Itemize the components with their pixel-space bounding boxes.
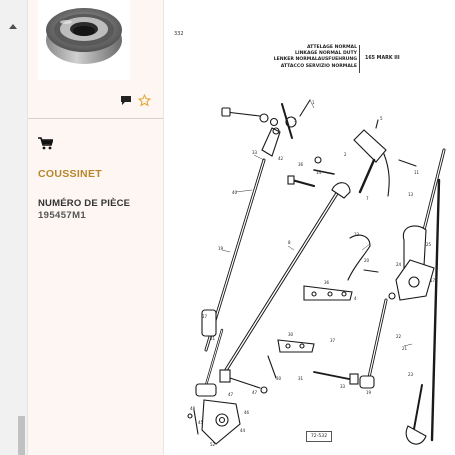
product-title[interactable]: COUSSINET xyxy=(38,168,102,180)
star-outline-icon[interactable] xyxy=(138,93,151,107)
svg-text:2: 2 xyxy=(344,152,347,157)
svg-text:13: 13 xyxy=(408,192,414,197)
svg-text:31: 31 xyxy=(298,376,304,381)
bearing-image xyxy=(46,8,122,64)
svg-text:46: 46 xyxy=(244,410,250,415)
diagram-model: 165 MARK III xyxy=(365,56,400,61)
svg-text:12: 12 xyxy=(354,232,360,237)
svg-text:19: 19 xyxy=(218,246,224,251)
svg-text:44: 44 xyxy=(240,428,246,433)
svg-text:5: 5 xyxy=(380,116,383,121)
product-image[interactable] xyxy=(38,0,130,80)
svg-text:19: 19 xyxy=(366,390,372,395)
diagram-title-line: LENKER NORMALAUSFUEHRUNG xyxy=(273,57,357,63)
svg-text:48: 48 xyxy=(190,406,196,411)
diagram-title-line: ATTELAGE NORMAL xyxy=(306,45,357,50)
svg-text:14: 14 xyxy=(316,170,322,175)
divider xyxy=(28,118,163,119)
svg-text:1: 1 xyxy=(312,100,315,105)
product-sidebar: COUSSINET NUMÉRO DE PIÈCE 195457M1 xyxy=(28,0,164,455)
svg-text:42: 42 xyxy=(278,156,284,161)
svg-text:11: 11 xyxy=(414,170,420,175)
svg-text:37: 37 xyxy=(330,338,336,343)
svg-text:23: 23 xyxy=(408,372,414,377)
part-number-label: NUMÉRO DE PIÈCE xyxy=(38,198,131,209)
svg-text:52: 52 xyxy=(210,442,216,447)
svg-text:21: 21 xyxy=(402,346,408,351)
diagram-page-number: 332 xyxy=(174,31,184,37)
diagram-title-block: ATTELAGE NORMAL LINKAGE NORMAL DUTY LENK… xyxy=(257,45,357,70)
svg-text:20: 20 xyxy=(364,258,370,263)
svg-text:25: 25 xyxy=(426,242,432,247)
svg-text:17: 17 xyxy=(202,314,208,319)
svg-text:33: 33 xyxy=(340,384,346,389)
svg-text:36: 36 xyxy=(324,280,330,285)
svg-text:5: 5 xyxy=(294,118,297,123)
svg-text:8: 8 xyxy=(288,240,291,245)
svg-text:22: 22 xyxy=(396,334,402,339)
part-number-value: 195457M1 xyxy=(38,210,87,221)
diagram-reference-code: 72-532 xyxy=(306,431,332,442)
svg-text:17: 17 xyxy=(430,278,436,283)
parts-diagram: 332 ATTELAGE NORMAL LINKAGE NORMAL DUTY … xyxy=(164,0,455,455)
svg-text:30: 30 xyxy=(288,332,294,337)
title-bracket xyxy=(359,45,362,73)
svg-text:7: 7 xyxy=(366,196,369,201)
svg-text:24: 24 xyxy=(396,262,402,267)
svg-text:40: 40 xyxy=(232,190,238,195)
svg-text:45: 45 xyxy=(198,420,204,425)
scroll-thumb[interactable] xyxy=(18,416,25,455)
svg-text:36: 36 xyxy=(298,162,304,167)
scrollbar[interactable] xyxy=(0,0,28,455)
speech-bubble-icon[interactable] xyxy=(120,95,132,106)
svg-text:21: 21 xyxy=(210,336,216,341)
svg-text:33: 33 xyxy=(252,150,258,155)
svg-text:47: 47 xyxy=(228,392,234,397)
diagram-title-line: ATTACCO SERVIZIO NORMALE xyxy=(280,63,357,69)
svg-text:4: 4 xyxy=(354,296,357,301)
diagram-title-line: LINKAGE NORMAL DUTY xyxy=(294,51,357,57)
svg-text:30: 30 xyxy=(276,376,282,381)
svg-text:47: 47 xyxy=(252,390,258,395)
product-actions xyxy=(120,93,151,107)
exploded-view-drawing: 1 5 33 40 42 36 14 2 7 5 11 13 19 8 12 2… xyxy=(187,99,446,447)
cart-icon[interactable] xyxy=(38,137,53,150)
scroll-up-arrow-icon[interactable] xyxy=(9,24,17,29)
